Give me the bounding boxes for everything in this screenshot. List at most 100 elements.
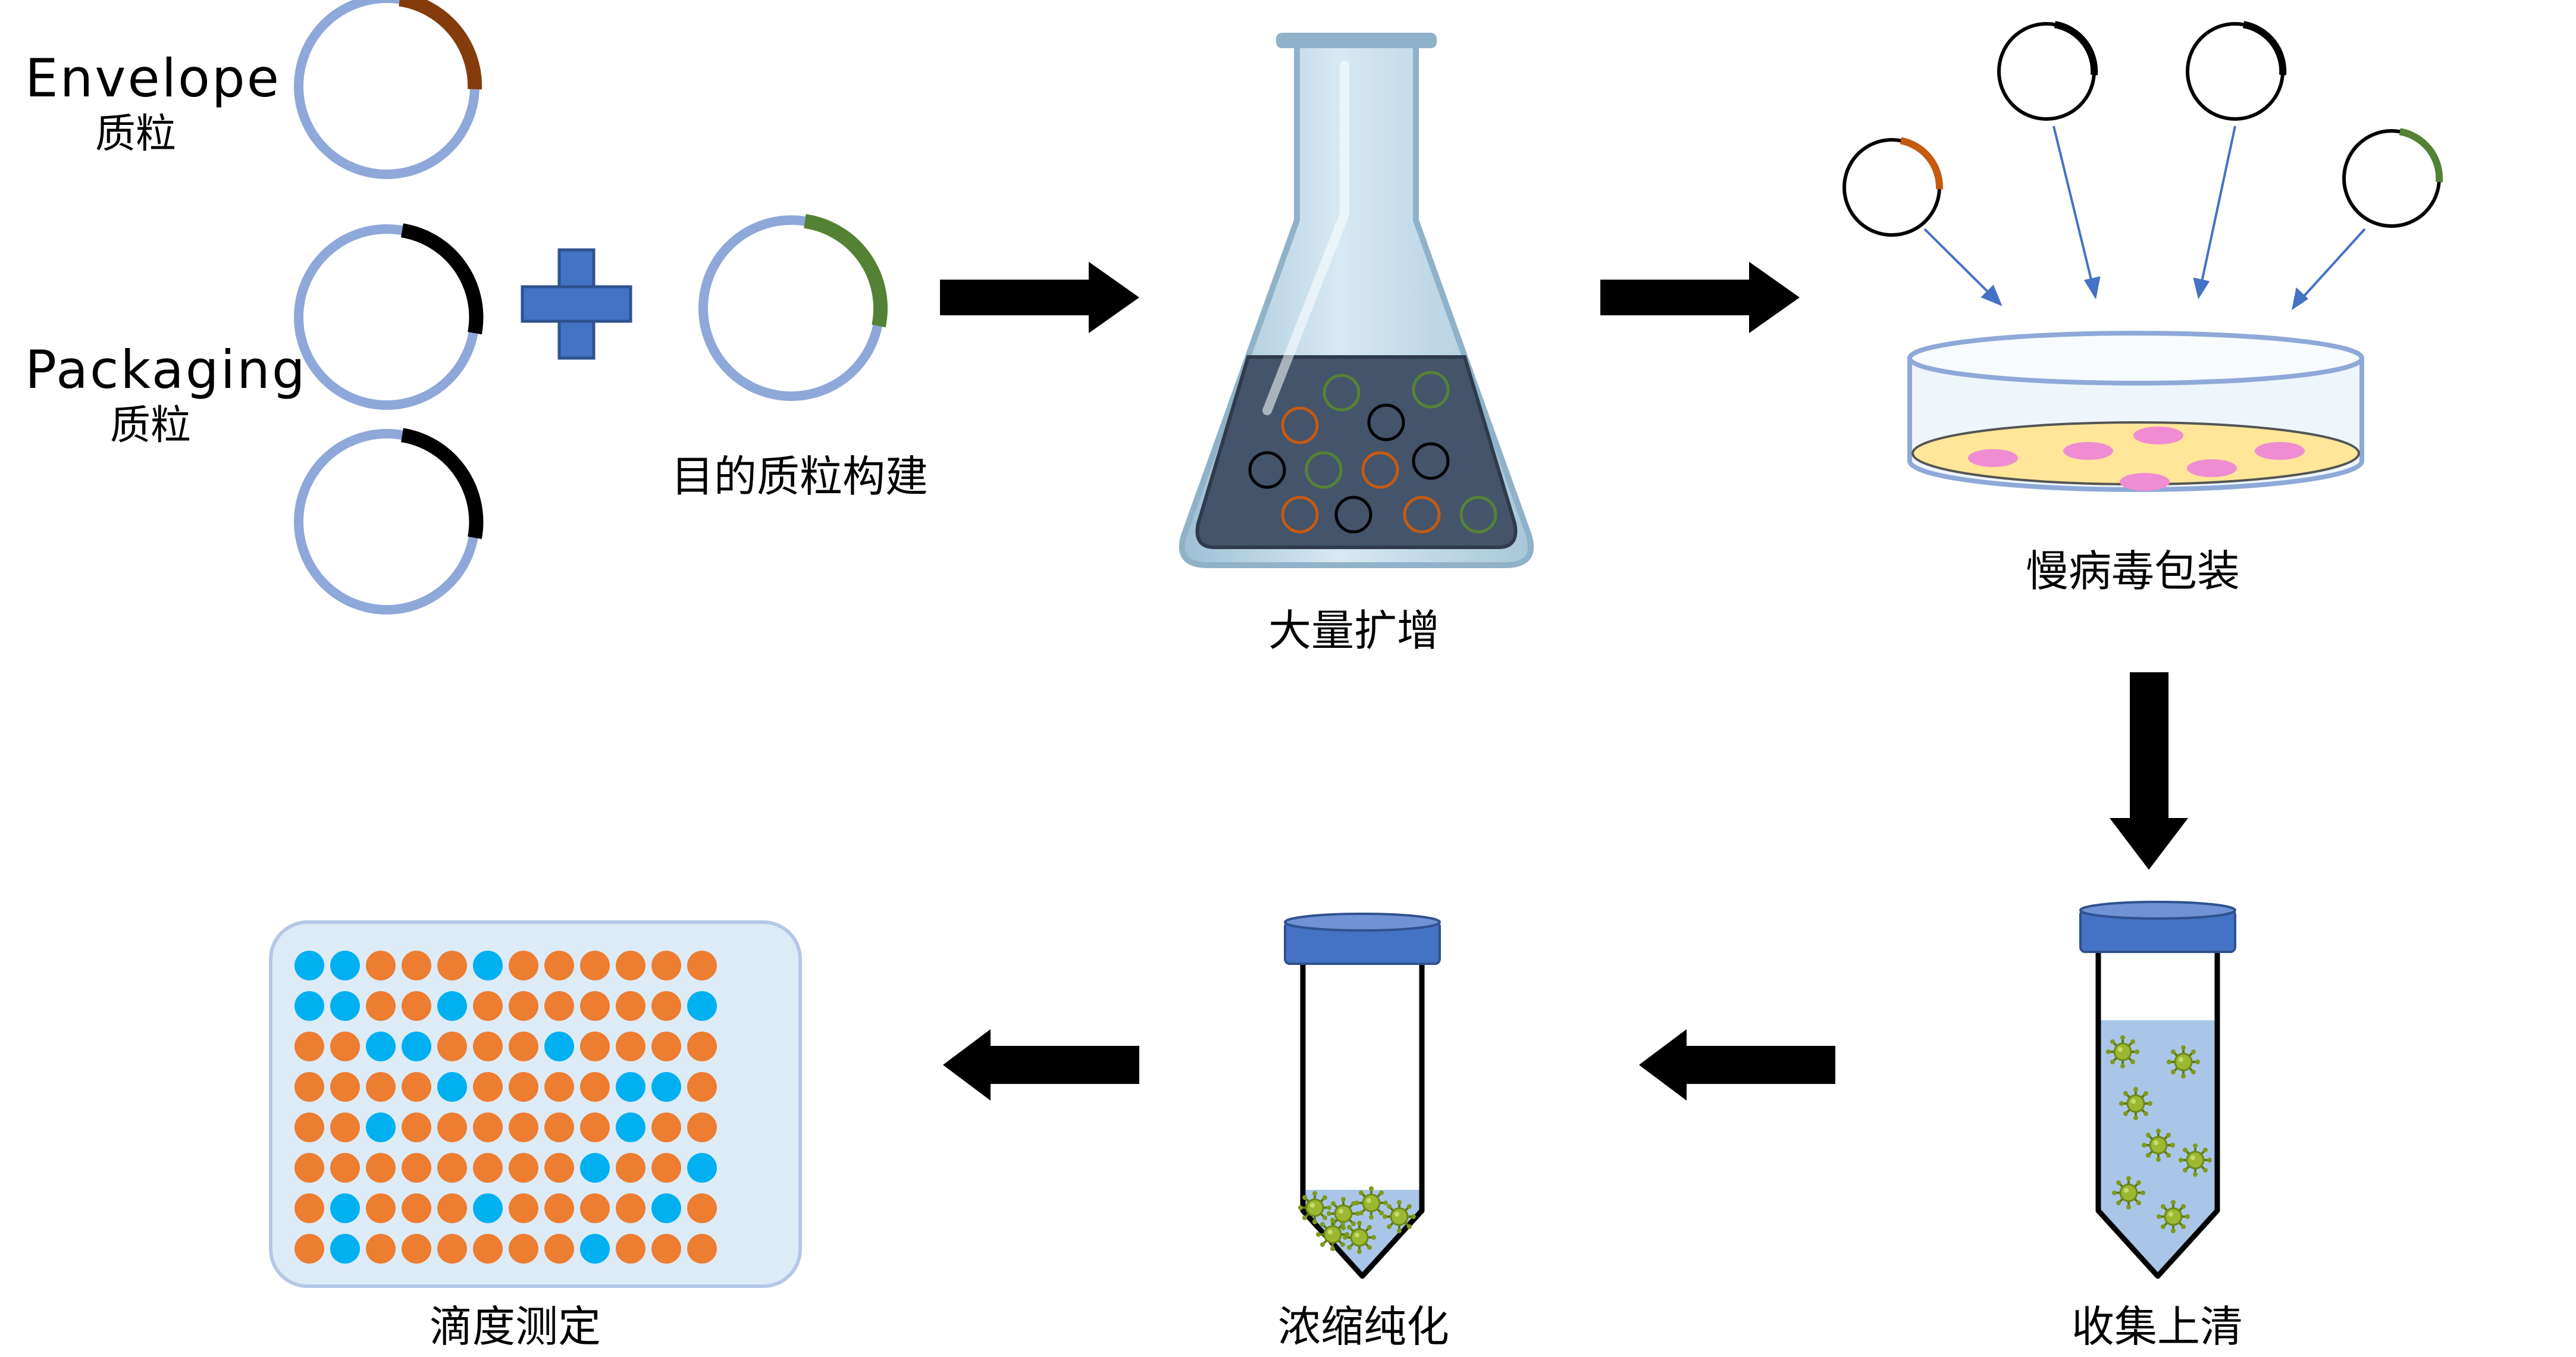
well-positive [330, 951, 360, 980]
petri-dish-icon [1907, 331, 2364, 492]
well-negative [473, 1072, 503, 1102]
well-negative [616, 951, 645, 980]
well-negative [402, 1234, 431, 1264]
well-negative [580, 1032, 610, 1061]
well-negative [402, 991, 431, 1021]
well-positive [687, 1153, 717, 1183]
step-amplify-label: 大量扩增 [1268, 606, 1440, 656]
well-negative [544, 1234, 574, 1264]
well-positive [294, 951, 324, 980]
well-negative [544, 951, 574, 980]
well-positive [366, 1032, 396, 1061]
well-positive [580, 1234, 610, 1264]
well-negative [616, 1032, 645, 1061]
well-positive [616, 1112, 645, 1142]
well-negative [616, 1234, 645, 1264]
well-negative [616, 1153, 645, 1183]
well-negative [509, 951, 538, 980]
well-negative [616, 1193, 645, 1223]
step-harvest-label: 收集上清 [2072, 1302, 2243, 1352]
well-negative [580, 1193, 610, 1223]
plasmid-small-icon [2342, 128, 2443, 228]
well-negative [580, 1112, 610, 1142]
well-negative [437, 1153, 467, 1183]
arrow-down-icon [2110, 672, 2188, 870]
well-negative [473, 1234, 503, 1264]
well-negative [330, 1032, 360, 1061]
well-positive [544, 1032, 574, 1061]
packaging-label: Packaging [25, 339, 307, 400]
well-negative [330, 1072, 360, 1102]
well-positive [473, 1193, 503, 1223]
well-negative [402, 951, 431, 980]
plasmid-small-icon [1997, 21, 2098, 121]
well-negative [580, 951, 610, 980]
well-negative [509, 1072, 538, 1102]
well-negative [402, 1072, 431, 1102]
well-negative [473, 1153, 503, 1183]
well-positive [437, 991, 467, 1021]
well-negative [437, 1234, 467, 1264]
well-negative [687, 951, 717, 980]
well-negative [366, 951, 396, 980]
well-negative [544, 991, 574, 1021]
well-negative [580, 1072, 610, 1102]
well-negative [544, 1153, 574, 1183]
well-negative [366, 1153, 396, 1183]
well-positive [402, 1032, 431, 1061]
well-negative [473, 1032, 503, 1061]
well-positive [330, 1234, 360, 1264]
well-negative [366, 1072, 396, 1102]
well-negative [687, 1032, 717, 1061]
well-negative [509, 1153, 538, 1183]
arrow-right-icon [940, 262, 1139, 333]
plasmid-small-icon [2186, 21, 2287, 121]
well-negative [294, 1234, 324, 1264]
plasmid-small-icon [1842, 137, 1944, 237]
well-positive [330, 1193, 360, 1223]
arrow-left-icon [1639, 1029, 1835, 1101]
well-negative [366, 991, 396, 1021]
well-negative [687, 1234, 717, 1264]
target-plasmid-icon [698, 214, 888, 401]
well-negative [473, 991, 503, 1021]
packaging-plasmid-2-icon [294, 428, 484, 615]
well-negative [509, 1032, 538, 1061]
well-negative [651, 991, 681, 1021]
well-positive [580, 1153, 610, 1183]
envelope-plasmid-icon [294, 0, 482, 179]
arrow-right-icon [1600, 262, 1800, 333]
well-positive [366, 1112, 396, 1142]
well-positive [651, 1072, 681, 1102]
well-negative [687, 1072, 717, 1102]
step-package-label: 慢病毒包装 [2026, 546, 2240, 596]
well-negative [294, 1072, 324, 1102]
centrifuge-tube-supernatant-icon [2079, 901, 2236, 1279]
well-negative [294, 1112, 324, 1142]
well-positive [687, 991, 717, 1021]
step-titer-label: 滴度测定 [430, 1302, 601, 1352]
well-negative [509, 1193, 538, 1223]
envelope-sublabel: 质粒 [95, 111, 176, 158]
well-positive [294, 991, 324, 1021]
well-negative [544, 1072, 574, 1102]
well-positive [616, 1072, 645, 1102]
well-negative [651, 1153, 681, 1183]
well-negative [651, 1032, 681, 1061]
well-negative [402, 1193, 431, 1223]
well-negative [580, 991, 610, 1021]
well-negative [651, 1234, 681, 1264]
well-negative [544, 1193, 574, 1223]
well-negative [437, 951, 467, 980]
arrow-left-icon [943, 1029, 1139, 1101]
well-negative [544, 1112, 574, 1142]
well-negative [330, 1153, 360, 1183]
well-negative [651, 951, 681, 980]
erlenmeyer-flask-icon [1179, 33, 1534, 568]
well-negative [294, 1193, 324, 1223]
well-negative [437, 1032, 467, 1061]
well-negative [509, 1234, 538, 1264]
well-negative [294, 1032, 324, 1061]
well-negative [651, 1112, 681, 1142]
